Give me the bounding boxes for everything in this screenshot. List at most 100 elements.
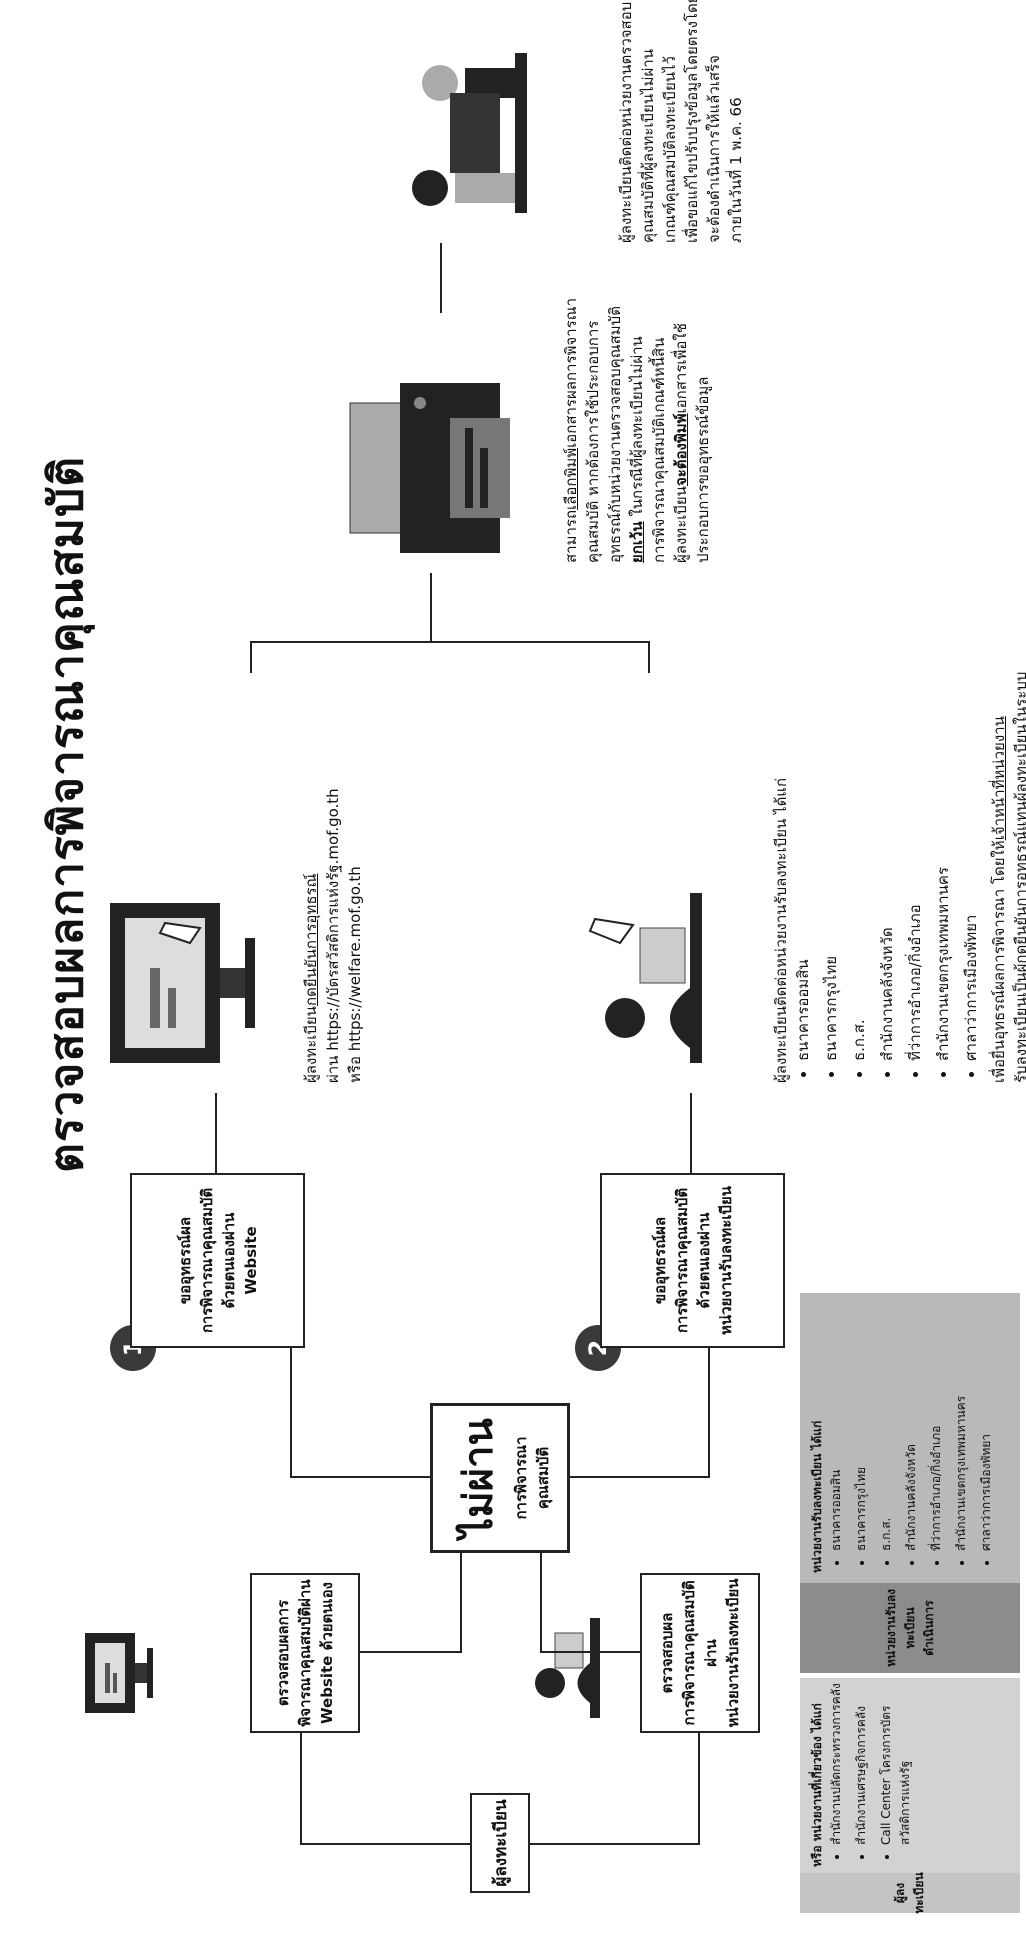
final-line: ภายในวันที่ 1 พ.ค. 66 [727, 97, 745, 243]
final-line: เกณฑ์คุณสมบัติลงทะเบียนไว้ [661, 56, 679, 243]
box-line: พิจารณาคุณสมบัติผ่าน [296, 1579, 314, 1727]
connector-line [460, 1553, 462, 1653]
connector-line [570, 1476, 710, 1478]
arrow-line [215, 1093, 217, 1173]
connector-line [290, 1348, 292, 1478]
panel-label-line: ดำเนินการ [921, 1600, 936, 1656]
final-line: จะต้องดำเนินการให้แล้วเสร็จ [705, 55, 723, 243]
connector-line [698, 1733, 700, 1845]
connector-line [708, 1348, 710, 1478]
final-line: เพื่อขอแก้ไขปรับปรุงข้อมูลโดยตรงโดย [683, 0, 701, 243]
check-agency-box: ตรวจสอบผล การพิจารณาคุณสมบัติผ่าน หน่วยง… [640, 1573, 760, 1733]
arrow-line [440, 243, 442, 313]
registrant-label: ผู้ลงทะเบียน [490, 1799, 511, 1887]
panel-label-light: ผู้ลงทะเบียน [800, 1872, 1020, 1914]
text-underlined: ยกเว้น [628, 521, 646, 563]
connector-line [250, 643, 252, 673]
connector-line [250, 641, 650, 643]
registrant-box: ผู้ลงทะเบียน [470, 1793, 530, 1893]
agency-appeal-intro: ผู้ลงทะเบียนติดต่อหน่วยงานรับลงทะเบียน ไ… [772, 777, 790, 1083]
step-1-box: ขออุทธรณ์ผล การพิจารณาคุณสมบัติ ด้วยตนเอ… [130, 1173, 305, 1348]
not-pass-box: ไม่ผ่าน การพิจารณาคุณสมบัติ [430, 1403, 570, 1553]
agency-appeal-note: เพื่อยื่นอุทธรณ์ผลการพิจารณา โดยให้เจ้าห… [988, 623, 1010, 1083]
list-item: ศาลาว่าการเมืองพัทยา [977, 1303, 996, 1551]
arrow-line [690, 1093, 692, 1173]
web-appeal-text-part: ผู้ลงทะเบียน [302, 1006, 320, 1083]
agency-appeal-note-2: รับลงทะเบียนเป็นผู้กดยืนยันการอุทธรณ์แทน… [1012, 671, 1026, 1083]
list-item: สำนักงานเขตกรุงเทพมหานคร [932, 623, 954, 1061]
box-line: ด้วยตนเองผ่าน [219, 1212, 238, 1309]
list-item: ธ.ก.ส. [877, 1303, 896, 1551]
check-website-box: ตรวจสอบผลการ พิจารณาคุณสมบัติผ่าน Websit… [250, 1573, 360, 1733]
list-item: สำนักงานคลังจังหวัด [876, 623, 898, 1061]
text-part: เอกสารผลการพิจารณา [562, 298, 580, 448]
box-line: Website [241, 1226, 260, 1295]
box-line: การพิจารณาคุณสมบัติผ่าน [680, 1580, 720, 1726]
box-line: ขออุทธรณ์ผล [175, 1216, 194, 1305]
final-text: ผู้ลงทะเบียนติดต่อหน่วยงานตรวจสอบ คุณสมบ… [615, 0, 747, 243]
agency-appeal-text: ผู้ลงทะเบียนติดต่อหน่วยงานรับลงทะเบียน ไ… [770, 623, 1026, 1083]
connector-line [360, 1651, 460, 1653]
list-item: ธนาคารกรุงไทย [820, 623, 842, 1061]
not-pass-sublabel: การพิจารณาคุณสมบัติ [512, 1436, 552, 1520]
monitor-touch-icon [110, 903, 255, 1063]
list-item: สำนักงานเศรษฐกิจการคลัง [852, 1682, 871, 1845]
panel-list: ธนาคารออมสิน ธนาคารกรุงไทย ธ.ก.ส. สำนักง… [827, 1303, 996, 1573]
panel-top-label: หน่วยงานรับลงทะเบียน ได้แก่ [810, 1420, 824, 1573]
list-item: ที่ว่าการอำเภอ/กิ่งอำเภอ [927, 1303, 946, 1551]
connector-line [540, 1553, 542, 1653]
connector-line [290, 1476, 430, 1478]
web-appeal-text: ผู้ลงทะเบียนกดยืนยันการอุทธรณ์ ผ่าน http… [300, 653, 366, 1083]
list-item: ธนาคารออมสิน [827, 1303, 846, 1551]
panel-label-line: หน่วยงานรับลงทะเบียน [883, 1589, 917, 1667]
text-part: เอกสารเพื่อใช้ [672, 323, 690, 414]
list-item: ศาลาว่าการเมืองพัทยา [960, 623, 982, 1061]
text-underlined: จะต้องพิมพ์ [672, 413, 690, 487]
text-part: สามารถ [562, 509, 580, 563]
panel-label-dark: หน่วยงานรับลงทะเบียน ดำเนินการ [800, 1583, 1020, 1673]
box-line: หน่วยงานรับลงทะเบียน [724, 1578, 742, 1728]
list-item: สำนักงานเขตกรุงเทพมหานคร [952, 1303, 971, 1551]
box-line: ด้วยตนเองผ่าน [694, 1212, 713, 1309]
agency-list: ธนาคารออมสิน ธนาคารกรุงไทย ธ.ก.ส. สำนักง… [792, 623, 982, 1083]
connector-line [300, 1733, 302, 1845]
arrow-line [430, 573, 432, 643]
computer-icon [85, 1633, 153, 1713]
connector-line [540, 1651, 640, 1653]
confirm-appeal-text: กดยืนยันการอุทธรณ์ [302, 873, 320, 1007]
note-text: เพื่อยื่นอุทธรณ์ผลการพิจารณา โดยให้ [990, 840, 1008, 1083]
step-2-box: ขออุทธรณ์ผล การพิจารณาคุณสมบัติ ด้วยตนเอ… [600, 1173, 785, 1348]
connector-line [648, 643, 650, 673]
officer-press-icon [588, 893, 702, 1063]
page-title: ตรวจสอบผลการพิจารณาคุณสมบัติ [39, 455, 93, 1173]
final-line: คุณสมบัติที่ผู้ลงทะเบียนไม่ผ่าน [639, 49, 657, 243]
connector-line [300, 1843, 470, 1845]
panel-bottom-list: หรือ หน่วยงานที่เกี่ยวข้อง ได้แก่สำนักงา… [808, 1682, 921, 1867]
list-item: สำนักงานคลังจังหวัด [902, 1303, 921, 1551]
web-appeal-url-1: ผ่าน https://บัตรสวัสดิการแห่งรัฐ.mof.go… [324, 788, 342, 1083]
box-line: Website ด้วยตนเอง [318, 1582, 336, 1724]
box-line: ขออุทธรณ์ผล [650, 1216, 669, 1305]
list-item: ธนาคารออมสิน [792, 623, 814, 1061]
list-item: ที่ว่าการอำเภอ/กิ่งอำเภอ [904, 623, 926, 1061]
side-panel-bottom: ผู้ลงทะเบียน หรือ หน่วยงานที่เกี่ยวข้อง ไ… [800, 1678, 1020, 1914]
side-panel-top: หน่วยงานรับลงทะเบียน ดำเนินการ หน่วยงานร… [800, 1293, 1020, 1673]
text-part: ผู้ลงทะเบียน [672, 486, 690, 563]
list-item: สำนักงานปลัดกระทรวงการคลัง [827, 1682, 846, 1845]
box-line: การพิจารณาคุณสมบัติ [197, 1187, 216, 1334]
text-underlined: เลือกพิมพ์ [562, 447, 580, 510]
web-appeal-url-2: หรือ https://welfare.mof.go.th [346, 866, 364, 1083]
panel-bottom-label: หรือ หน่วยงานที่เกี่ยวข้อง ได้แก่ [810, 1703, 824, 1867]
text-part: ในกรณีที่ผู้ลงทะเบียนไม่ผ่าน [628, 336, 646, 522]
note-underlined: เจ้าหน้าที่หน่วยงาน [990, 716, 1008, 841]
meeting-icon [412, 53, 527, 213]
connector-line [530, 1843, 700, 1845]
list-item: Call Center โครงการบัตรสวัสดิการแห่งรัฐ [877, 1682, 915, 1846]
list-item: ธ.ก.ส. [848, 623, 870, 1061]
web-appeal-line: ผู้ลงทะเบียนกดยืนยันการอุทธรณ์ [300, 653, 322, 1083]
officer-icon [535, 1618, 600, 1718]
box-line: ตรวจสอบผล [658, 1612, 676, 1694]
panel-top-list: หน่วยงานรับลงทะเบียน ได้แก่ ธนาคารออมสิน… [808, 1303, 1002, 1573]
list-item: ธนาคารกรุงไทย [852, 1303, 871, 1551]
